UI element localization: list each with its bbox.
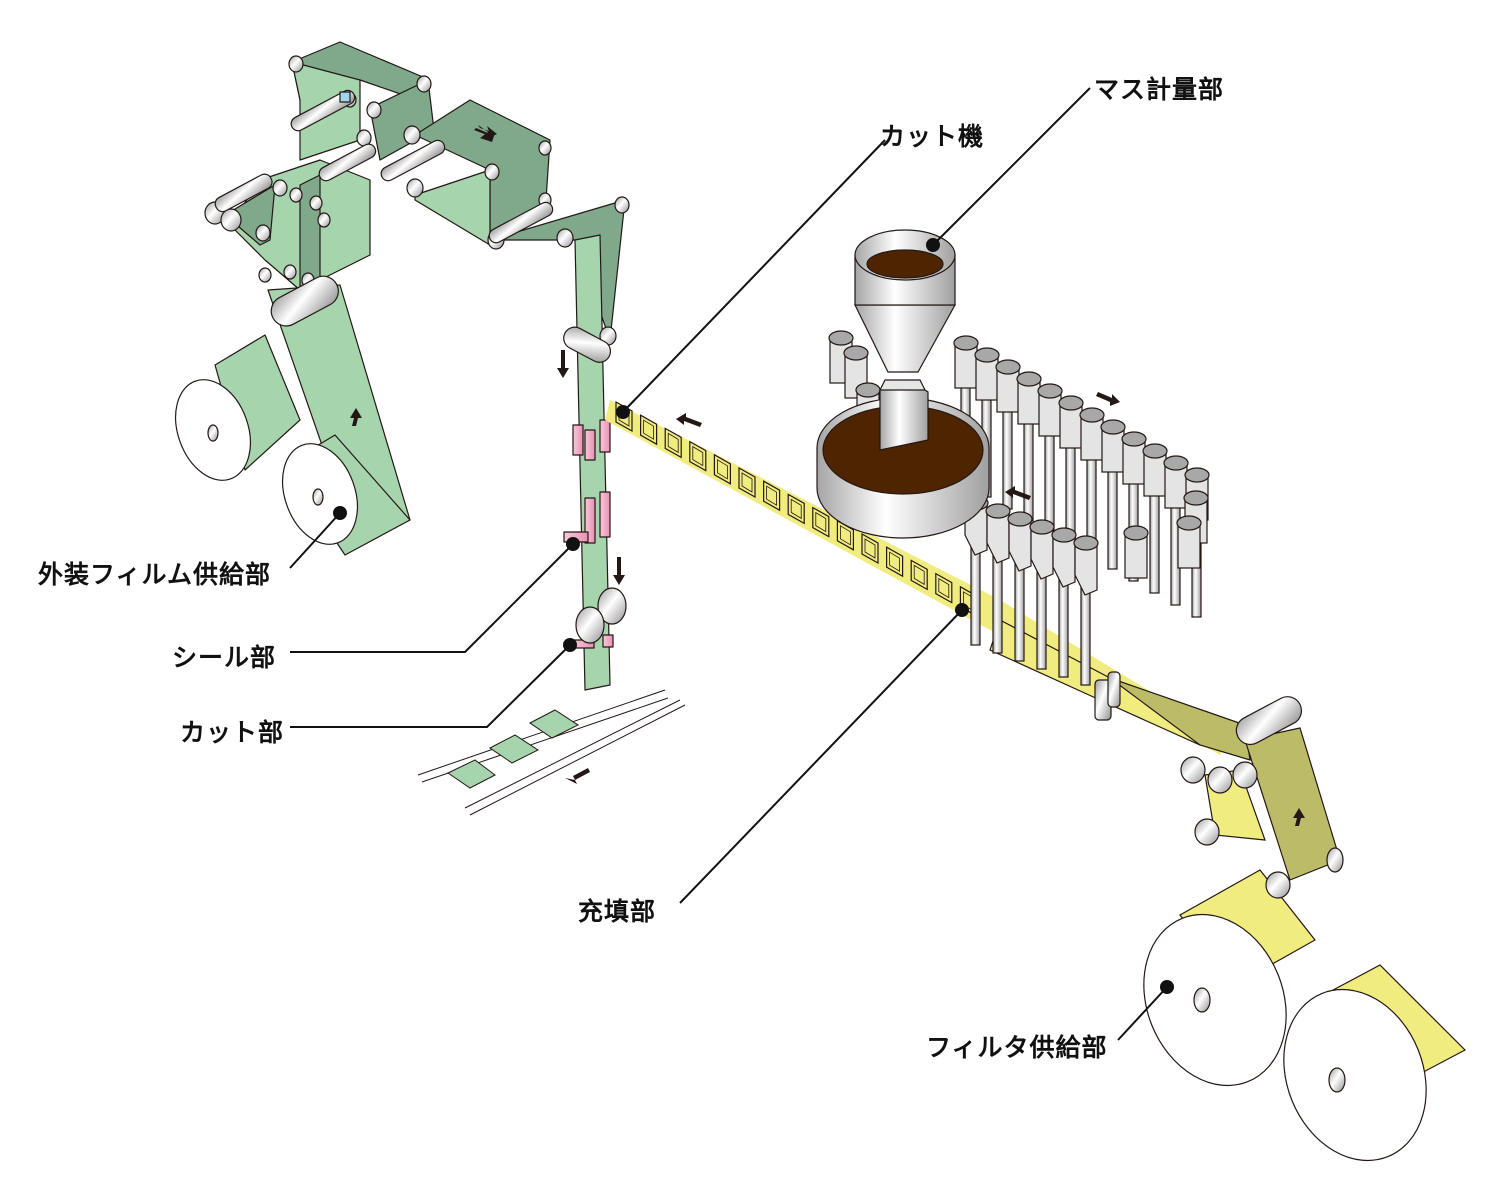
leader-filling [679, 609, 963, 904]
flow-arrows [350, 125, 1305, 826]
leader-dots [333, 238, 1174, 994]
filter-pouch [639, 414, 658, 446]
filter-pouch [861, 532, 879, 565]
measuring-cup [1037, 383, 1063, 534]
label-cut-machine: カット機 [880, 122, 985, 151]
measuring-cup [1073, 535, 1099, 686]
outer-film-supply-unit [175, 41, 630, 691]
measuring-cup [1079, 407, 1105, 558]
measuring-cup [1007, 511, 1033, 662]
measuring-cup [1176, 515, 1202, 569]
guide-rollers [204, 55, 630, 363]
hopper-cone [854, 304, 957, 373]
arrow-icon [1005, 486, 1031, 500]
label-cut: カット部 [180, 718, 285, 747]
mass-weighing-unit [816, 229, 1210, 686]
filter-pouch [689, 440, 707, 472]
arrow-icon [474, 126, 497, 140]
label-mass-weighing: マス計量部 [1094, 75, 1225, 104]
filter-pouches [615, 400, 978, 617]
outer-film-roll-back [175, 334, 301, 481]
measuring-cup [1051, 527, 1077, 678]
arrow-icon [1096, 392, 1120, 406]
film-web [414, 169, 491, 246]
measuring-cup [985, 503, 1011, 654]
filter-pouch [812, 506, 830, 538]
filter-roll-back [1283, 988, 1427, 1162]
measuring-cup [995, 359, 1021, 510]
label-filling: 充填部 [578, 897, 657, 926]
filter-pouch [762, 480, 781, 512]
filter-pouch [738, 466, 756, 499]
leader-cut-machine [622, 139, 886, 413]
filter-supply-unit [1094, 671, 1466, 1162]
measuring-cup [1058, 395, 1084, 546]
finished-pack [529, 709, 580, 739]
seal-blocks [563, 419, 614, 649]
measuring-cup [1100, 419, 1126, 570]
sensor-cube [339, 91, 351, 103]
finished-pack [489, 734, 540, 764]
leader-outer-film [289, 512, 341, 569]
filter-pouch [713, 453, 732, 485]
leader-seal [290, 543, 574, 653]
measuring-cup [1142, 443, 1168, 594]
filter-pouch [787, 493, 805, 525]
leader-lines [289, 87, 1168, 1041]
filter-roll-front [1143, 913, 1287, 1087]
label-seal: シール部 [172, 643, 277, 672]
arrow-icon [557, 350, 569, 378]
arrow-icon [1293, 808, 1305, 826]
cut-rollers [575, 587, 627, 644]
filter-pouch [935, 572, 953, 604]
arrow-icon [676, 413, 702, 427]
finished-pack [447, 759, 496, 789]
filter-pouch [910, 559, 928, 591]
arrow-icon [565, 768, 590, 784]
measuring-cup [1163, 455, 1189, 606]
arrow-icon [613, 557, 625, 585]
arrow-icon [350, 408, 362, 426]
filter-web [1109, 677, 1251, 761]
measuring-cup [1029, 519, 1055, 670]
leader-cut [290, 644, 571, 728]
label-filter-supply: フィルタ供給部 [926, 1033, 1108, 1062]
leader-mass-weighing [932, 87, 1091, 246]
measuring-cup [1016, 371, 1042, 522]
filter-pouch [664, 427, 682, 459]
output-conveyor [417, 689, 686, 816]
filter-web [1244, 727, 1341, 881]
measuring-cup [1123, 525, 1149, 579]
label-outer-film-supply: 外装フィルム供給部 [38, 560, 272, 589]
leader-filter-supply [1117, 986, 1168, 1041]
filter-pouch [885, 546, 904, 578]
